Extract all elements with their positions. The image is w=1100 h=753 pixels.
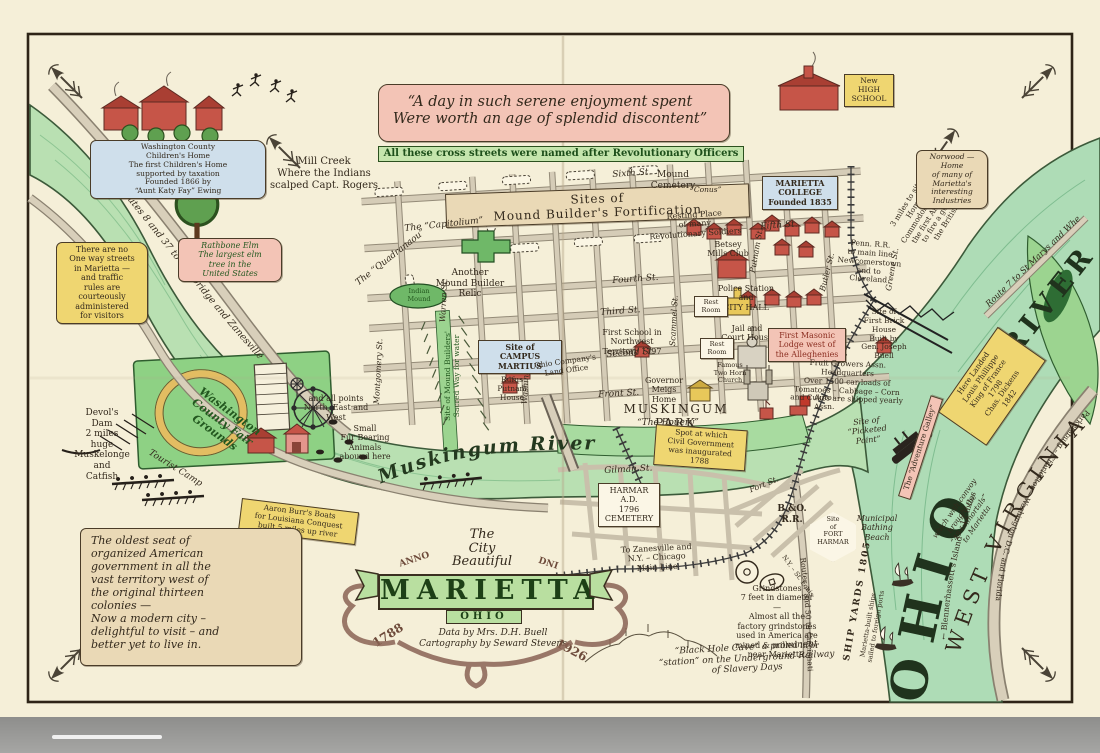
two-horn-church-icon: [743, 365, 773, 401]
conus-label: “Conus”: [690, 185, 722, 194]
jail-court-label: Jail and Court House: [721, 324, 773, 343]
ohio-river-bridge-icon: [863, 293, 955, 354]
park-bandstand-icon: [759, 399, 808, 420]
mill-creek-note: Mill Creek Where the Indians scalped Cap…: [270, 156, 378, 191]
devols-dam-icon: [99, 413, 155, 451]
photo-backdrop: [0, 717, 1100, 753]
one-way-scroll: There are no One way streets in Marietta…: [56, 242, 148, 324]
rufus-putnam-label: Rufus Putnam House: [497, 375, 527, 402]
putnam-street-bridge-icon: [540, 394, 580, 472]
mound-cemetery-label: Mound Cemetery: [650, 170, 696, 191]
meigs-house-icon: [686, 379, 714, 402]
civil-government-sign: Spot at which Civil Government was inaug…: [653, 424, 748, 472]
sacred-way-label: Site of Mound Builders' Sacred Way for w…: [443, 331, 461, 421]
rest-room-sign-b: Rest Room: [700, 338, 734, 360]
street-grid: [350, 159, 890, 452]
first-brick-note: Site of First Brick House Built by Gen. …: [861, 307, 907, 361]
high-school-icon: [777, 51, 841, 111]
rowing-crew-icon: [61, 449, 484, 508]
quadranaou-mound-icon: [389, 283, 447, 309]
high-school-sign: New HIGH SCHOOL: [844, 74, 894, 107]
fruit-growers-note: Fruit Growers Assn. Headquarters Over 15…: [790, 357, 904, 406]
devols-dam-note: Devol's Dam 2 miles huge Muskelonge and …: [74, 408, 130, 482]
city-hall-icon: [725, 287, 751, 316]
sacred-way-strip: [434, 310, 459, 452]
bo-rr-label: B.&O. R.R.: [777, 504, 807, 525]
oldest-seat-scroll: The oldest seat of organized American go…: [80, 528, 302, 666]
campus-martius-sign: Site of CAMPUS MARTIUS: [478, 340, 562, 375]
farm-animals-icon: [316, 419, 368, 463]
cartouche-marietta-banner: MARIETTA: [378, 574, 594, 610]
childrens-home-buildings-icon: [100, 71, 226, 151]
island-shape: [1026, 234, 1099, 426]
auto-assn-label: Auto Assn.: [814, 393, 835, 411]
bouery-label: “The Bouery”: [637, 418, 699, 428]
sacred-way-trees-icon: [420, 315, 490, 431]
quote-text: “A day in such serene enjoyment spent We…: [392, 94, 708, 128]
small-fur-note: Small Fur Bearing Animals abound here: [339, 424, 391, 462]
norwood-scroll: Norwood — Home of many of Marietta's int…: [916, 150, 988, 210]
marietta-college-sign: MARIETTA COLLEGE Founded 1835: [762, 176, 838, 211]
grindstones-note: Grindstones 7 feet in diameter — Almost …: [735, 584, 819, 660]
ferris-wheel-icon: [291, 386, 335, 430]
street-front: Front St.: [598, 387, 640, 400]
penn-rr-note: Penn. R.R. to main line Newcomerstown an…: [837, 237, 902, 285]
bathing-beach-label: Municipal Bathing Beach: [856, 514, 898, 542]
harmar-cemetery-box: HARMAR A.D. 1796 CEMETERY: [598, 483, 660, 527]
cross-streets-ribbon: All these cross streets were named after…: [378, 146, 744, 162]
governor-meigs-label: Governor Meigs Home: [644, 376, 684, 404]
fair-barns-icon: [244, 423, 312, 454]
two-horn-church-label: Famous Two Horn Church: [713, 361, 747, 385]
cartouche-credits: Data by Mrs. D.H. Buell Cartography by S…: [419, 628, 567, 649]
police-city-hall-label: Police Station and CITY HALL: [718, 284, 774, 312]
grindstones-icon: [735, 560, 785, 591]
another-relic-label: Another Mound Builder Relic: [435, 268, 505, 300]
all-points-note: and all points North, East and West: [303, 394, 369, 422]
photo-credit-strip: [52, 735, 162, 739]
windmill-icon: [290, 377, 304, 398]
grandstand-icon: [253, 362, 291, 432]
rathbone-elm-scroll: Rathbone Elm The largest elm tree in the…: [178, 238, 282, 282]
childrens-home-sign: Washington County Children's Home The fi…: [90, 140, 266, 200]
quote-banner: [378, 84, 730, 142]
cartouche-ohio-banner: OHIO: [446, 610, 522, 624]
betsey-mills-label: Betsey Mills Club: [707, 240, 749, 259]
courthouse-icon: [737, 326, 767, 369]
first-school-label: First School in Northwest Territory 1797: [602, 328, 662, 356]
auto-assn-sign-icon: [799, 395, 811, 407]
mainline-note: To Zanesville and N.Y. – Chicago Main Li…: [620, 541, 692, 573]
rest-room-sign-a: Rest Room: [694, 296, 728, 318]
capitolium-mound-icon: [461, 230, 511, 263]
masonic-sign: First Masonic Lodge west of the Alleghen…: [768, 328, 846, 363]
cartouche-city-beautiful: The City Beautiful: [451, 527, 513, 570]
indian-mound-label: Indian Mound: [407, 287, 431, 303]
betsey-mills-building-icon: [714, 249, 750, 279]
